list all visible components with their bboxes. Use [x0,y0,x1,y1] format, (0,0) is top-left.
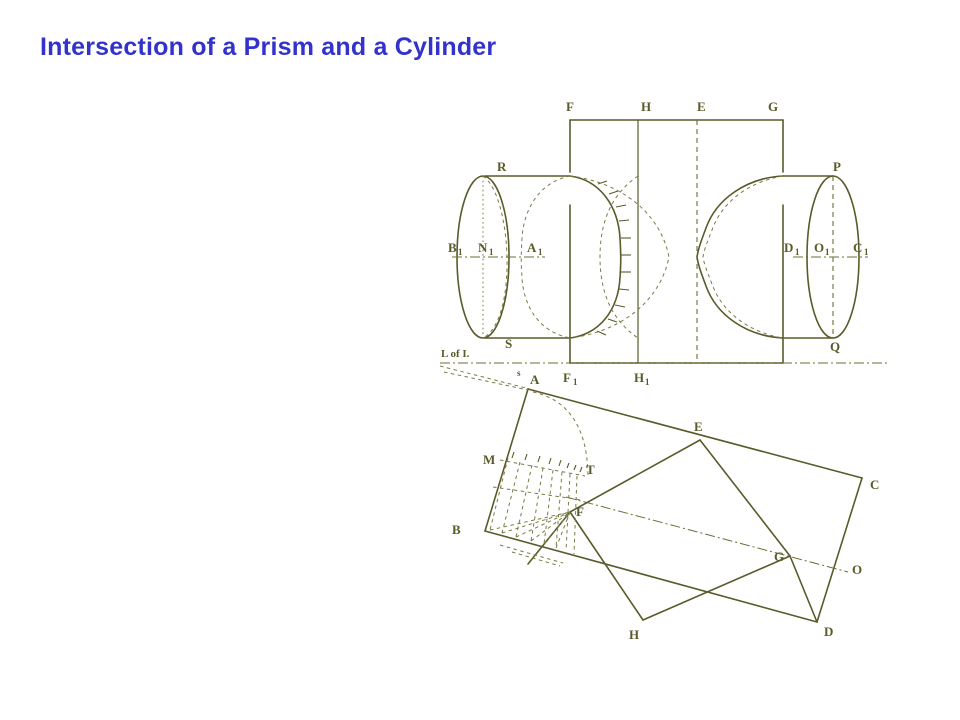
label-N1-sub: 1 [489,247,494,257]
cylinder-contour-lines [484,175,834,339]
label-Q: Q [830,339,840,354]
label-F1-sub: 1 [573,377,578,387]
label-H: H [641,99,651,114]
label-M-lower: M [483,452,495,467]
prism-outline [569,119,784,364]
projection-ribs [489,457,578,555]
label-D1: D [784,240,793,255]
rabatted-arc [532,391,589,479]
outer-tilted-rectangle [484,388,863,623]
upper-view-labels: F H E G R P B 1 N 1 A 1 D 1 O 1 C [441,99,869,387]
page-title: Intersection of a Prism and a Cylinder [40,33,497,61]
lower-view-labels: A s M T F B E C G O H D [452,368,879,642]
converging-lines-to-F [489,511,571,567]
label-C1: C [853,240,862,255]
left-curve-ticks [596,180,631,336]
label-D1-sub: 1 [795,247,800,257]
label-E-lower: E [694,419,703,434]
ground-construction-lines [439,365,531,391]
label-P: P [833,159,841,174]
label-N1: N [478,240,488,255]
label-F-lower: F [576,504,584,519]
label-O-lower: O [852,562,862,577]
label-B1-sub: 1 [458,247,463,257]
label-O1: O [814,240,824,255]
label-D-lower: D [824,624,833,639]
label-S: S [505,336,512,351]
label-T-lower: T [586,462,595,477]
label-R: R [497,159,507,174]
upper-elevation-view: F H E G R P B 1 N 1 A 1 D 1 O 1 C [440,99,888,387]
right-curve-of-intersection [696,175,784,339]
label-G-lower: G [774,549,784,564]
label-ground-line: L of I. [441,348,470,360]
label-A-lower: A [530,372,540,387]
label-E: E [697,99,706,114]
rib-band-ticks [511,451,583,473]
lower-axis-line [565,496,849,573]
left-curve-of-intersection [520,175,631,339]
prism-side-edges [527,511,818,623]
label-B-lower: B [452,522,461,537]
label-O1-sub: 1 [825,247,830,257]
label-F: F [566,99,574,114]
label-B1: B [448,240,457,255]
label-A1: A [527,240,537,255]
label-C1-sub: 1 [864,247,869,257]
hidden-projection-curves [569,175,670,339]
label-F1: F [563,370,571,385]
label-H1: H [634,370,644,385]
label-H-lower: H [629,627,639,642]
label-C-lower: C [870,477,879,492]
inner-rotated-square [569,439,791,621]
label-A1-sub: 1 [538,247,543,257]
lower-auxiliary-view: A s M T F B E C G O H D [439,365,879,642]
label-H1-sub: 1 [645,377,650,387]
label-s-lower: s [517,368,521,378]
rib-band-top [492,459,586,501]
label-G: G [768,99,778,114]
